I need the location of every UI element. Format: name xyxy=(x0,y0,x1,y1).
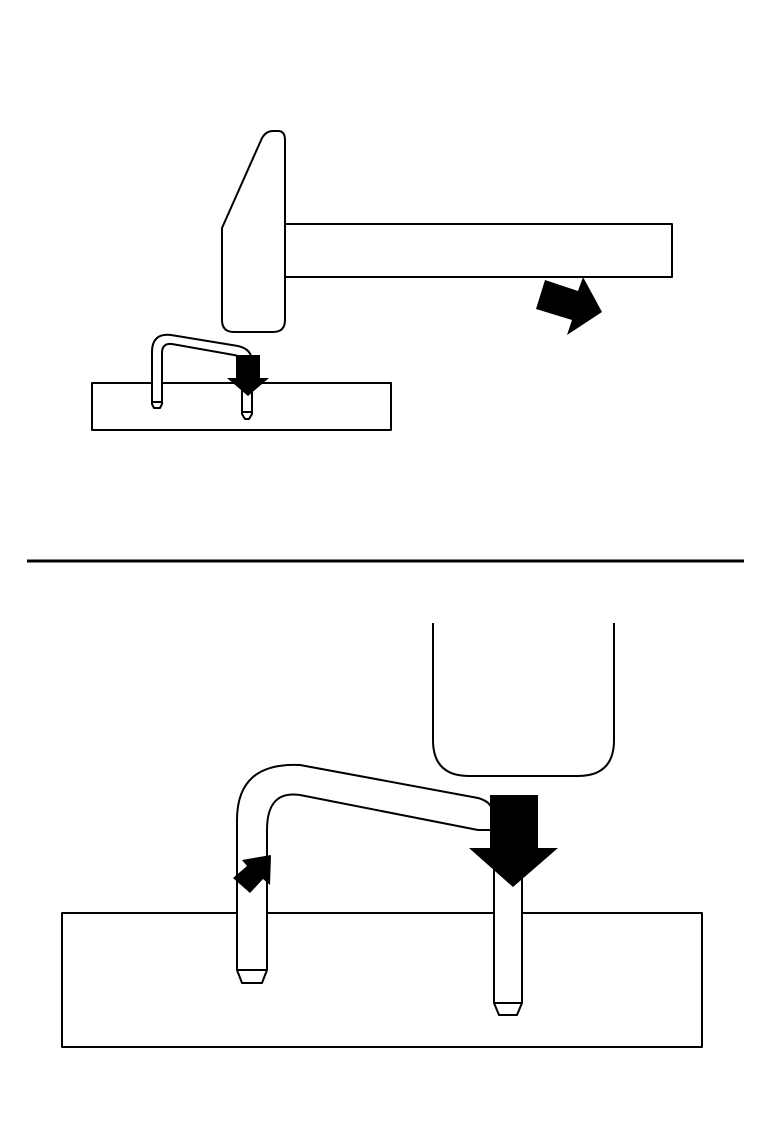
strike-arrow xyxy=(227,355,269,396)
overview-panel xyxy=(91,130,673,431)
board xyxy=(61,912,703,1048)
staple xyxy=(151,333,253,420)
staple xyxy=(236,763,523,1016)
lift-arrow xyxy=(233,855,271,893)
detail-panel xyxy=(61,623,703,1048)
hammer-head xyxy=(432,623,615,777)
hammer-head xyxy=(221,130,286,333)
hammer-handle xyxy=(284,223,673,278)
lever-arrow xyxy=(536,277,602,335)
strike-arrow xyxy=(469,795,558,887)
